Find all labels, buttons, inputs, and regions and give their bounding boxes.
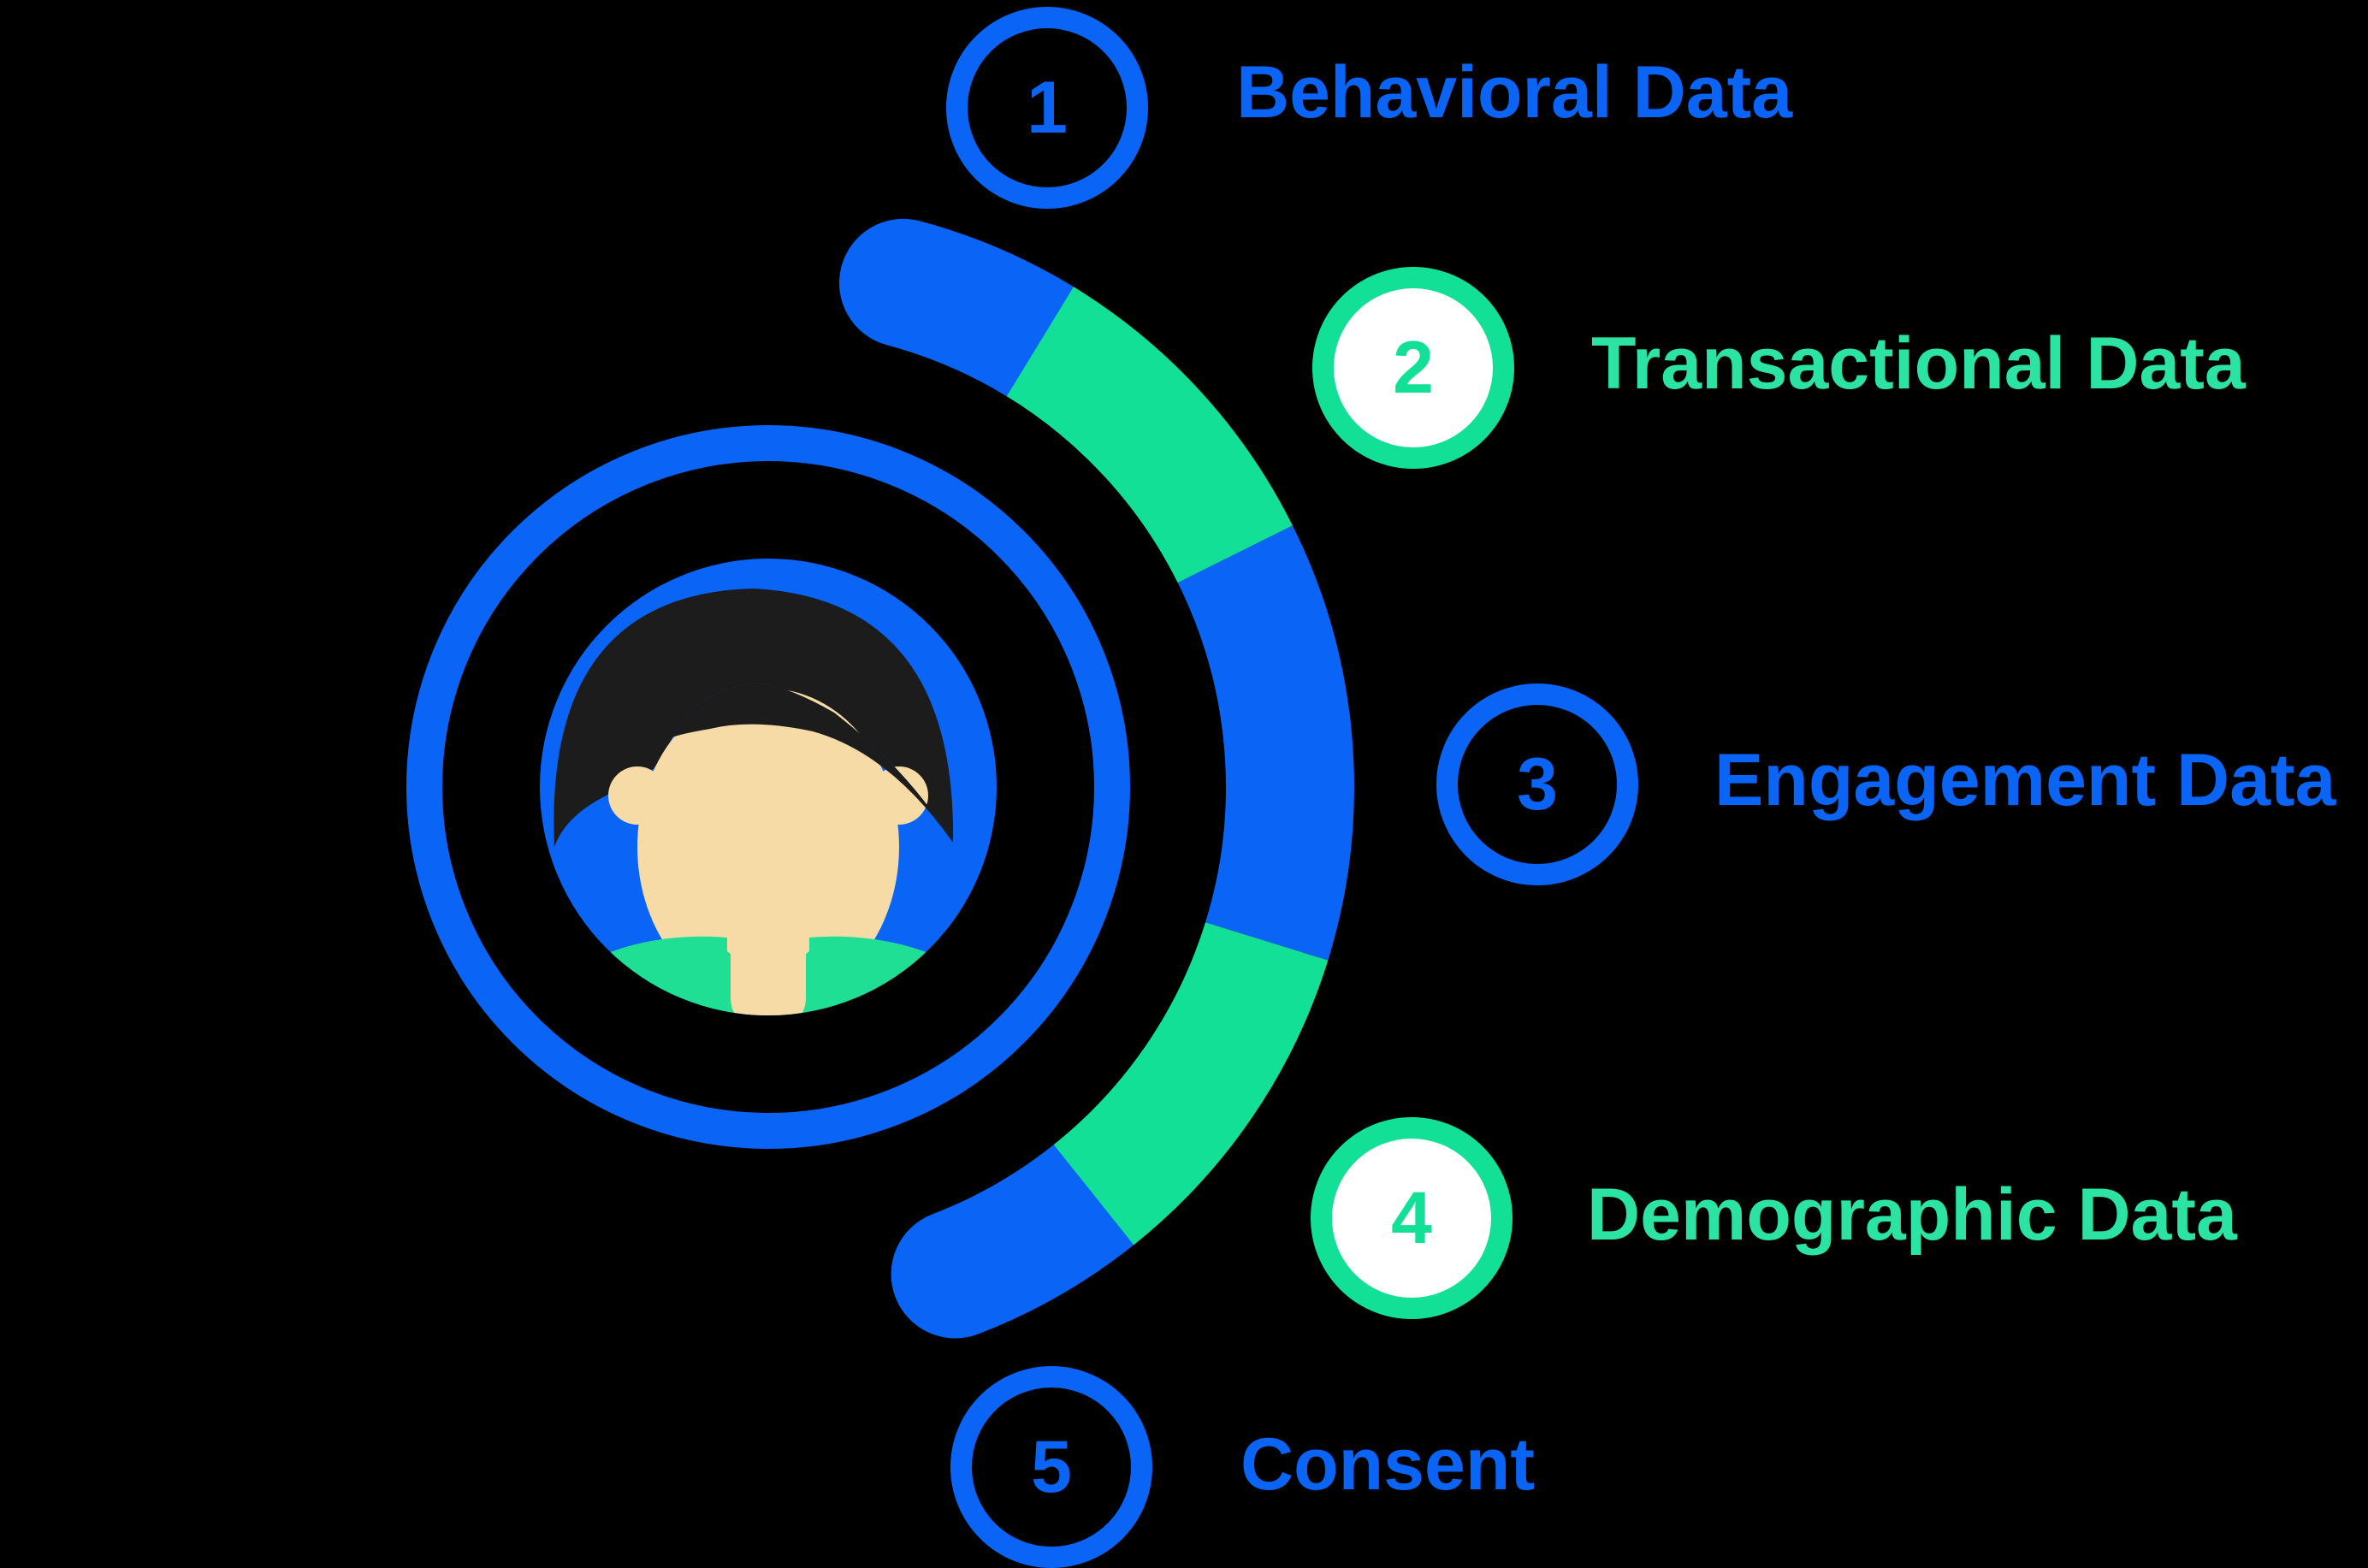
person-avatar-icon [540, 559, 997, 1015]
step-badge-4: 4 [1311, 1117, 1513, 1319]
step-label-2: Transactional Data [1591, 322, 2246, 405]
avatar-neck [731, 907, 806, 1015]
arc-segment-1 [839, 218, 1104, 406]
focus-ring-icon [406, 425, 1130, 1149]
step-badge-3: 3 [1436, 683, 1638, 885]
step-label-4: Demographic Data [1587, 1174, 2237, 1256]
avatar-face [637, 689, 899, 1005]
avatar-hair [554, 589, 954, 847]
arc-segment-2 [1006, 287, 1293, 584]
arc-segment-4 [1053, 921, 1329, 1246]
arc-segment-5 [891, 1130, 1158, 1339]
avatar-fringe [672, 683, 953, 843]
step-label-5: Consent [1240, 1423, 1535, 1506]
step-label-1: Behavioral Data [1236, 51, 1793, 133]
outer-arc [839, 218, 1354, 1339]
step-badge-1: 1 [946, 7, 1148, 209]
step-label-3: Engagement Data [1714, 739, 2336, 821]
arc-segment-3 [1177, 525, 1354, 961]
step-badge-5: 5 [950, 1366, 1152, 1568]
step-badge-2: 2 [1312, 267, 1514, 469]
